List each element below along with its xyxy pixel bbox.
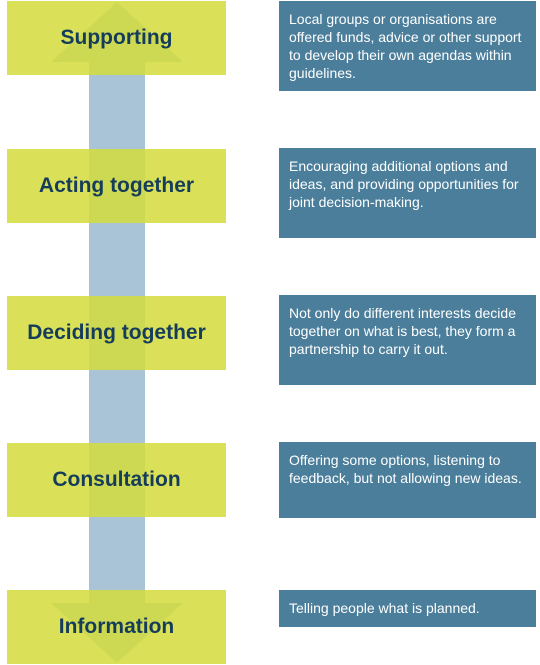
level-supporting: Supporting <box>7 1 226 75</box>
description-supporting: Local groups or organisations are offere… <box>279 1 536 91</box>
description-consultation: Offering some options, listening to feed… <box>279 442 536 518</box>
level-consultation: Consultation <box>7 443 226 517</box>
level-label: Information <box>58 615 175 639</box>
level-label: Supporting <box>60 26 173 50</box>
level-acting-together: Acting together <box>7 149 226 223</box>
level-label: Acting together <box>38 174 195 198</box>
level-information: Information <box>7 590 226 664</box>
level-label: Consultation <box>52 468 181 492</box>
description-deciding-together: Not only do different interests decide t… <box>279 295 536 385</box>
level-label: Deciding together <box>27 321 206 345</box>
level-deciding-together: Deciding together <box>7 296 226 370</box>
description-information: Telling people what is planned. <box>279 590 536 627</box>
description-acting-together: Encouraging additional options and ideas… <box>279 148 536 238</box>
